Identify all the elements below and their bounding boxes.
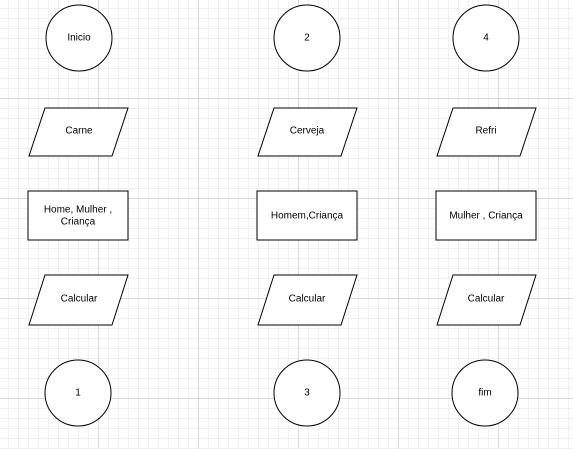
connector-3[interactable]: [273, 359, 341, 427]
calcular-2-label: Calcular: [289, 294, 326, 305]
process-homem-crianca[interactable]: [256, 190, 358, 241]
homem-crianca-label: Homem,Criança: [271, 211, 344, 222]
process-mulher-crianca[interactable]: [435, 190, 537, 241]
input-calcular-3[interactable]: [436, 274, 537, 326]
home-mulher-label-line1: Home, Mulher ,: [44, 205, 112, 216]
connector-3-label: 3: [304, 388, 310, 399]
calcular-1-label: Calcular: [61, 294, 98, 305]
cerveja-label: Cerveja: [290, 126, 325, 137]
input-carne[interactable]: [28, 107, 129, 157]
carne-label: Carne: [65, 126, 93, 137]
start-label: Inicio: [67, 33, 91, 44]
end-label: fim: [478, 388, 491, 399]
start-terminal[interactable]: [45, 4, 113, 72]
connector-4-label: 4: [483, 33, 489, 44]
home-mulher-label-line2: Criança: [61, 217, 96, 228]
input-cerveja[interactable]: [257, 107, 358, 157]
input-calcular-1[interactable]: [28, 274, 129, 326]
connector-1[interactable]: [44, 359, 112, 427]
refri-label: Refri: [475, 126, 496, 137]
process-home-mulher-crianca[interactable]: [27, 190, 129, 241]
end-terminal[interactable]: [451, 359, 519, 427]
connector-1-label: 1: [75, 388, 81, 399]
input-calcular-2[interactable]: [257, 274, 358, 326]
mulher-crianca-label: Mulher , Criança: [449, 211, 523, 222]
connector-2-label: 2: [304, 33, 310, 44]
connector-2[interactable]: [273, 4, 341, 72]
input-refri[interactable]: [436, 107, 537, 157]
calcular-3-label: Calcular: [468, 294, 505, 305]
connector-4[interactable]: [452, 4, 520, 72]
